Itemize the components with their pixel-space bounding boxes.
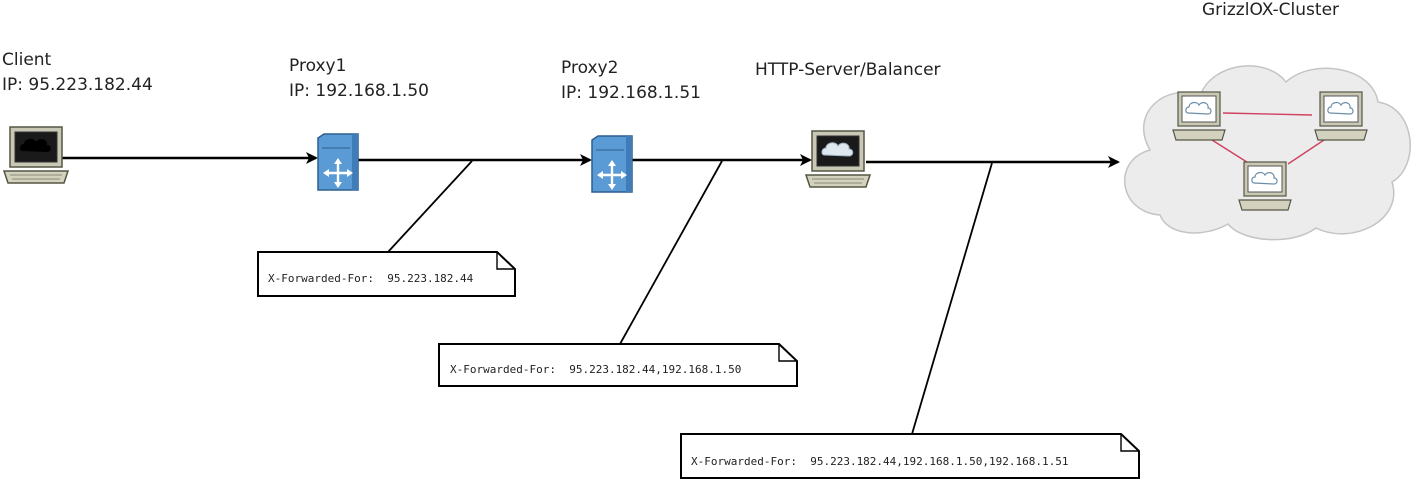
proxy2-ip: IP: 192.168.1.51	[561, 83, 701, 103]
cluster-node-icon	[1238, 161, 1292, 211]
balancer-name: HTTP-Server/Balancer	[755, 60, 941, 80]
cluster-name: GrizzlOX-Cluster	[1202, 0, 1339, 20]
cluster-node-icon	[1172, 91, 1226, 141]
cluster-link-top	[1222, 112, 1313, 116]
node-proxy2: Proxy2 IP: 192.168.1.51	[561, 58, 701, 194]
cluster-link-left	[1211, 139, 1251, 165]
client-name: Client	[2, 50, 52, 70]
proxy1-ip: IP: 192.168.1.50	[289, 81, 429, 101]
note-text-2: X-Forwarded-For: 95.223.182.44,192.168.1…	[450, 363, 741, 376]
cloud-icon	[1124, 65, 1411, 241]
laptop-icon	[3, 126, 69, 184]
node-proxy1: Proxy1 IP: 192.168.1.50	[289, 56, 429, 192]
note-text-3: X-Forwarded-For: 95.223.182.44,192.168.1…	[691, 455, 1069, 468]
node-balancer: HTTP-Server/Balancer	[755, 60, 941, 188]
note-leader-3	[911, 162, 993, 435]
cluster-node-icon	[1314, 91, 1368, 141]
client-ip: IP: 95.223.182.44	[2, 75, 153, 95]
node-client: Client IP: 95.223.182.44	[2, 50, 153, 184]
proxy-server-icon	[590, 134, 634, 194]
note-box-3: X-Forwarded-For: 95.223.182.44,192.168.1…	[680, 433, 1140, 479]
node-cluster: GrizzlOX-Cluster	[1124, 0, 1411, 241]
note-box-1: X-Forwarded-For: 95.223.182.44	[257, 251, 516, 297]
note-text-1: X-Forwarded-For: 95.223.182.44	[268, 272, 474, 285]
note-leader-2	[619, 160, 723, 345]
note-box-2: X-Forwarded-For: 95.223.182.44,192.168.1…	[438, 343, 798, 387]
note-leader-1	[387, 160, 473, 253]
cluster-link-right	[1287, 139, 1325, 165]
proxy2-name: Proxy2	[561, 58, 618, 78]
laptop-icon	[805, 130, 871, 188]
proxy1-name: Proxy1	[289, 56, 346, 76]
proxy-server-icon	[316, 132, 360, 192]
